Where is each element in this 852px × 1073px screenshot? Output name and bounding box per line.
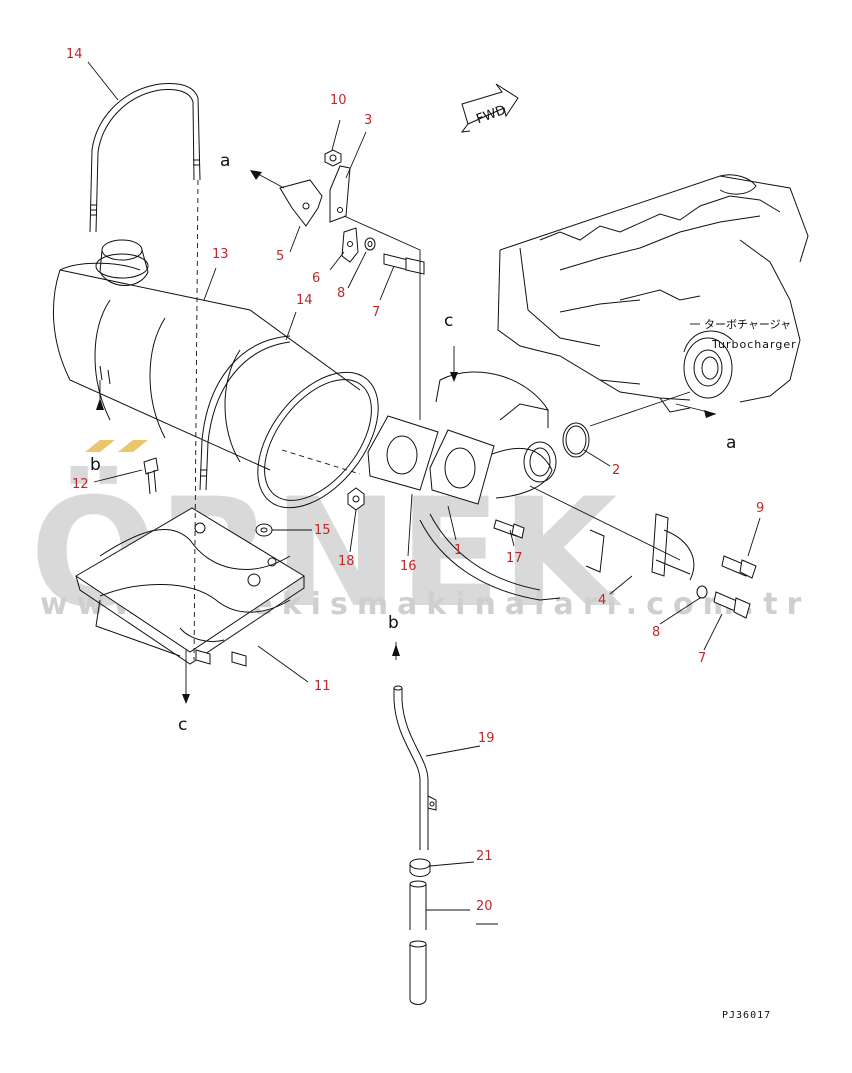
exhaust-flanges bbox=[367, 371, 557, 505]
part-label: 2 bbox=[612, 463, 620, 478]
drawing-code: PJ36017 bbox=[722, 1010, 771, 1021]
turbocharger: ターボチャージャ Turbocharger bbox=[659, 318, 797, 413]
arrowheads bbox=[96, 170, 716, 704]
part-label: 19 bbox=[478, 731, 495, 746]
part-label: 10 bbox=[330, 93, 347, 108]
ref-letter-c-bottom: c bbox=[178, 715, 187, 735]
u-strap-top bbox=[89, 83, 201, 233]
clamp-ring bbox=[562, 422, 590, 458]
drain-pipes bbox=[393, 685, 437, 1005]
fwd-arrow: FWD bbox=[460, 83, 519, 133]
bracket-4 bbox=[419, 513, 695, 601]
u-strap-middle bbox=[199, 335, 291, 491]
mount-plate bbox=[75, 507, 305, 667]
part-label: 1 bbox=[454, 543, 462, 558]
leader-lines bbox=[87, 61, 761, 925]
muffler bbox=[53, 239, 379, 509]
part-label: 20 bbox=[476, 899, 493, 914]
part-label: 14 bbox=[296, 293, 313, 308]
ref-letter-b-left: b bbox=[90, 455, 101, 475]
bolts-right bbox=[696, 555, 757, 619]
part-label: 8 bbox=[337, 286, 345, 301]
part-label: 5 bbox=[276, 249, 284, 264]
part-label: 13 bbox=[212, 247, 229, 262]
ref-letter-a-top: a bbox=[220, 151, 230, 171]
part-label: 8 bbox=[652, 625, 660, 640]
part-label: 7 bbox=[698, 651, 706, 666]
part-label: 4 bbox=[598, 593, 606, 608]
ref-letter-c-top: c bbox=[444, 311, 453, 331]
part-label: 9 bbox=[756, 501, 764, 516]
part-label: 16 bbox=[400, 559, 417, 574]
part-label: 11 bbox=[314, 679, 331, 694]
turbocharger-en: Turbocharger bbox=[711, 338, 797, 351]
part-label: 14 bbox=[66, 47, 83, 62]
brackets-upper bbox=[279, 149, 425, 275]
turbocharger-jp: ターボチャージャ bbox=[704, 318, 791, 331]
part-label: 21 bbox=[476, 849, 493, 864]
small-parts bbox=[143, 457, 525, 539]
part-label: 12 bbox=[72, 477, 89, 492]
part-label: 3 bbox=[364, 113, 372, 128]
engine-block bbox=[497, 174, 809, 403]
part-numbers: 14 10 3 5 6 8 7 13 14 12 15 18 16 1 17 2… bbox=[66, 47, 764, 914]
part-label: 7 bbox=[372, 305, 380, 320]
reference-letters: a a b b c c bbox=[90, 151, 736, 735]
watermark-accent bbox=[85, 440, 148, 452]
part-label: 18 bbox=[338, 554, 355, 569]
part-label: 15 bbox=[314, 523, 331, 538]
part-label: 17 bbox=[506, 551, 523, 566]
part-label: 6 bbox=[312, 271, 320, 286]
ref-letter-a-right: a bbox=[726, 433, 736, 453]
ref-letter-b-bottom: b bbox=[388, 613, 399, 633]
